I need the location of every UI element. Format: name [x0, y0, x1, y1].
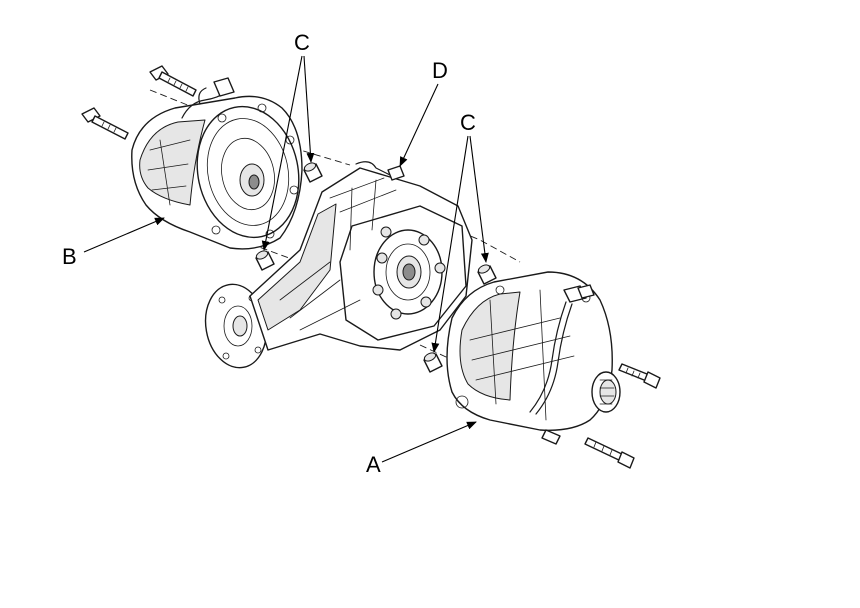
callout-labels: B C D C A	[62, 30, 476, 477]
callout-leaders	[83, 55, 489, 463]
part-b-housing	[81, 65, 303, 250]
part-d-transfer-case	[204, 161, 473, 369]
dowel-pin-upper-right	[477, 264, 497, 285]
callout-b: B	[62, 244, 77, 269]
bolt-upper-right	[618, 363, 661, 389]
dowel-pin-lower-right	[423, 352, 443, 373]
callout-c-left: C	[294, 30, 310, 55]
callout-a: A	[366, 452, 381, 477]
bolt-lower-left	[81, 107, 129, 140]
bolt-upper-left	[149, 65, 197, 97]
callout-c-right: C	[460, 110, 476, 135]
callout-d: D	[432, 58, 448, 83]
bolt-lower-right	[584, 437, 635, 469]
dowel-pin-upper-left	[303, 162, 323, 183]
part-a-housing	[446, 271, 661, 469]
dowel-pin-lower-left	[255, 250, 275, 271]
